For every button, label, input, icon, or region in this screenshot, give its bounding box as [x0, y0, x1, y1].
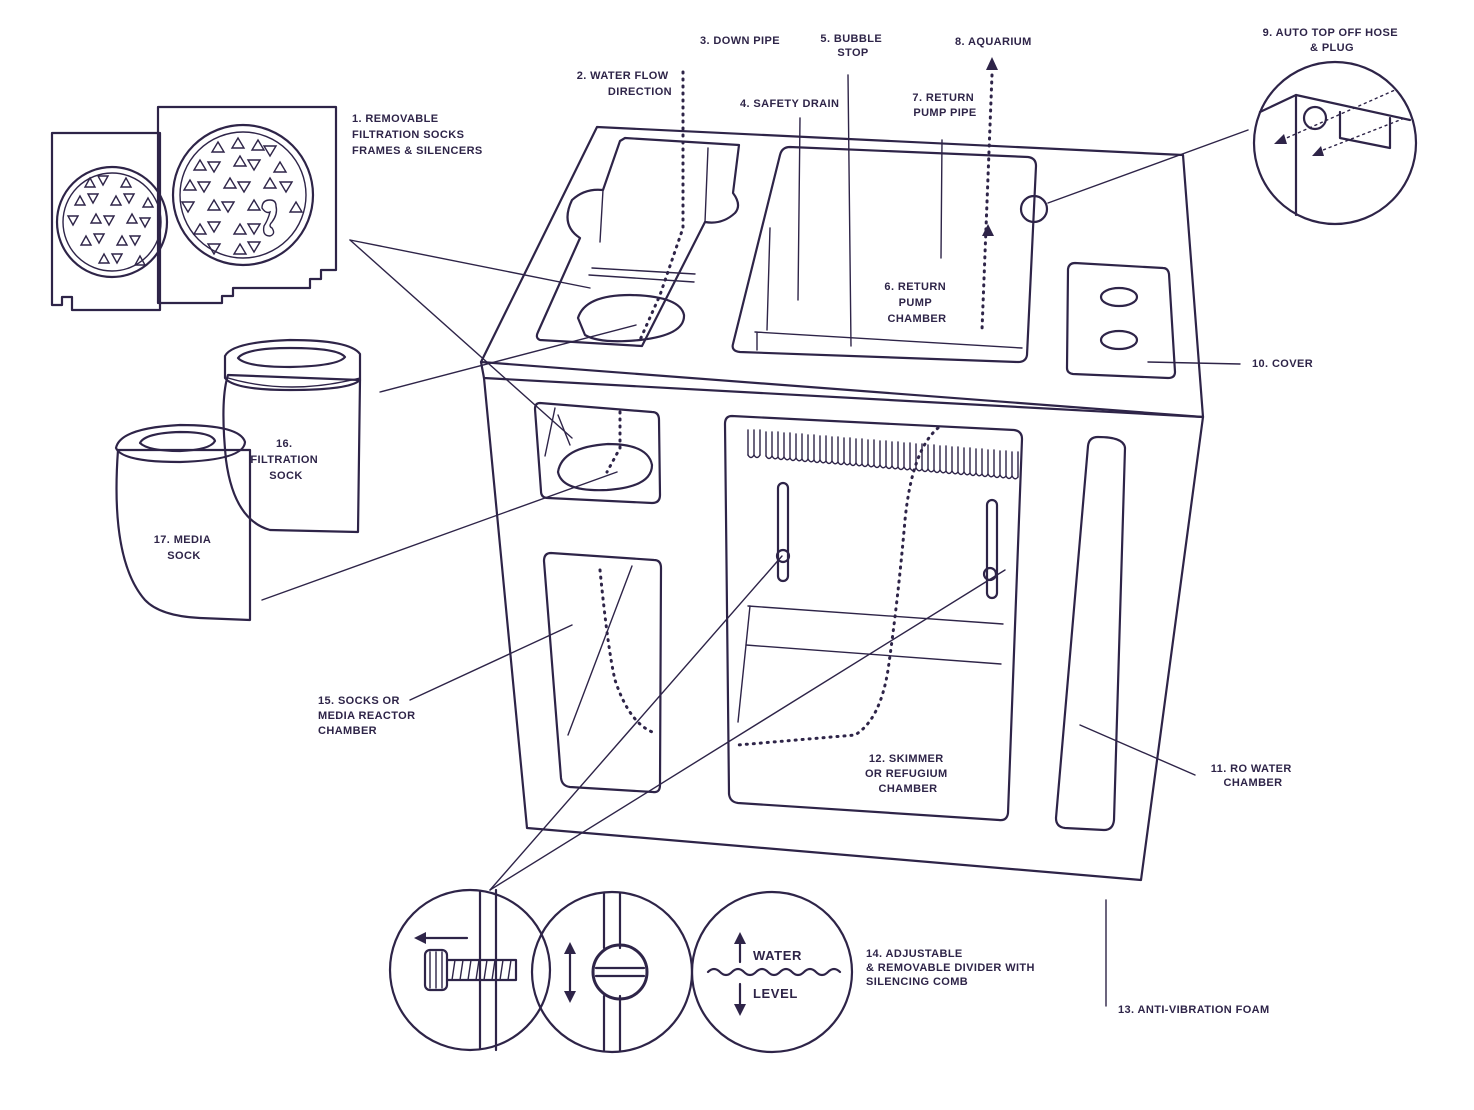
- label-water: WATER: [753, 948, 802, 963]
- label-water-flow: 2. WATER FLOW DIRECTION: [577, 70, 672, 98]
- media-sock-icon: [114, 423, 252, 622]
- sump-cabinet: [479, 57, 1249, 1007]
- label-adjustable-divider: 14. ADJUSTABLE & REMOVABLE DIVIDER WITH …: [866, 948, 1038, 988]
- label-ato-hose: 9. AUTO TOP OFF HOSE & PLUG: [1263, 27, 1402, 54]
- seahorse-icon: [261, 199, 278, 237]
- label-skimmer: 12. SKIMMER OR REFUGIUM CHAMBER: [865, 753, 951, 795]
- filter-frame-icon: [50, 105, 338, 312]
- label-media-sock: 17. MEDIA SOCK: [154, 534, 214, 562]
- label-level: LEVEL: [753, 986, 798, 1001]
- label-return-pump-pipe: 7. RETURN PUMP PIPE: [912, 92, 977, 119]
- label-socks-reactor: 15. SOCKS OR MEDIA REACTOR CHAMBER: [318, 695, 419, 737]
- label-removable-frames: 1. REMOVABLE FILTRATION SOCKS FRAMES & S…: [352, 113, 483, 157]
- label-safety-drain: 4. SAFETY DRAIN: [740, 98, 839, 110]
- label-down-pipe: 3. DOWN PIPE: [700, 35, 780, 47]
- labels: 1. REMOVABLE FILTRATION SOCKS FRAMES & S…: [154, 27, 1402, 1016]
- divider-detail: [388, 555, 1006, 1054]
- label-return-pump-chamber: 6. RETURN PUMP CHAMBER: [884, 281, 949, 325]
- thumb-screw-icon: [423, 948, 518, 992]
- label-filtration-sock: 16. FILTRATION SOCK: [250, 438, 321, 482]
- filtration-sock-icon: [222, 338, 362, 534]
- label-anti-vibration: 13. ANTI-VIBRATION FOAM: [1118, 1004, 1270, 1016]
- label-cover: 10. COVER: [1252, 358, 1313, 370]
- label-aquarium: 8. AQUARIUM: [955, 36, 1032, 48]
- divider-screw-icon: [591, 943, 649, 1001]
- label-bubble-stop: 5. BUBBLE STOP: [820, 33, 885, 59]
- label-ro-water: 11. RO WATER CHAMBER: [1211, 763, 1295, 789]
- ato-detail: [1252, 60, 1418, 226]
- water-wave-icon: [706, 967, 842, 977]
